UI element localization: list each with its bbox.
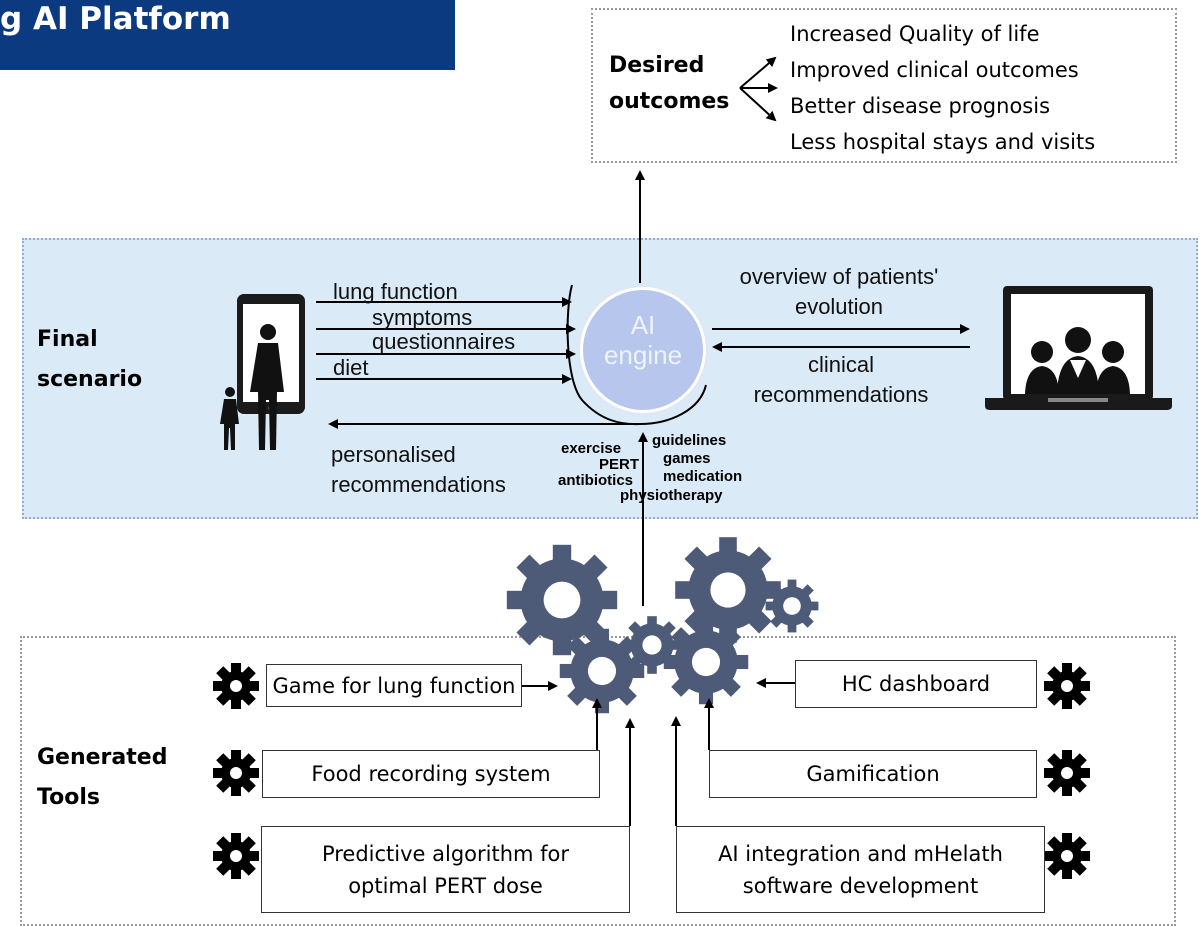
input-label-lung-function: lung function [333, 279, 458, 304]
tool-ai-integration: AI integration and mHelath software deve… [676, 826, 1045, 913]
tag-pert: PERT [599, 456, 640, 473]
tag-physiotherapy: physiotherapy [620, 487, 723, 504]
desired-outcomes-label: Desired outcomes [609, 53, 730, 114]
gear-icon [213, 750, 259, 796]
tool-gamification: Gamification [709, 750, 1037, 798]
title-banner: g AI Platform [0, 0, 455, 70]
ai-engine-circle [580, 287, 706, 413]
outcome-item: Improved clinical outcomes [790, 58, 1079, 82]
gear-icon [1044, 750, 1090, 796]
input-label-diet: diet [333, 355, 369, 380]
tag-guidelines: guidelines [652, 432, 727, 449]
final-scenario-label: Final scenario [37, 327, 143, 392]
ai-engine-label: AI engine [603, 310, 683, 370]
outcome-item: Less hospital stays and visits [790, 130, 1096, 154]
outcome-item: Increased Quality of life [790, 22, 1040, 46]
outcome-item: Better disease prognosis [790, 94, 1051, 118]
tag-medication: medication [663, 468, 743, 485]
overview-evolution-label: overview of patients' evolution [739, 264, 939, 319]
gear-icon [213, 663, 259, 709]
gear-icon [213, 833, 259, 879]
outcomes-branch-arrows [739, 56, 778, 122]
input-label-questionnaires: questionnaires [372, 329, 516, 354]
gear-icon [1044, 833, 1090, 879]
tool-connector-arrows [517, 678, 795, 826]
clinicians-laptop-icon [985, 286, 1172, 410]
personalised-recommendations-arrow [328, 284, 641, 429]
input-arrows [316, 297, 576, 384]
tool-hc-dashboard: HC dashboard [795, 660, 1037, 708]
desired-outcomes-box [591, 8, 1177, 163]
patient-phone-icon [220, 294, 305, 450]
tool-food-recording: Food recording system [262, 750, 600, 798]
page-title: g AI Platform [0, 1, 231, 37]
tag-antibiotics: antibiotics [558, 472, 634, 489]
input-label-symptoms: symptoms [372, 305, 473, 330]
tool-predictive-algorithm: Predictive algorithm for optimal PERT do… [261, 826, 630, 913]
tag-games: games [663, 450, 711, 467]
outcomes-list: Increased Quality of life Improved clini… [790, 16, 1095, 160]
generated-tools-label: Generated Tools [37, 745, 168, 810]
tag-exercise: exercise [561, 440, 622, 457]
clinical-recommendations-label: clinical recommendations [753, 352, 929, 407]
personalised-recommendations-label: personalised recommendations [331, 442, 506, 497]
tool-game-lung-function: Game for lung function [266, 664, 522, 707]
gear-icon [1044, 663, 1090, 709]
